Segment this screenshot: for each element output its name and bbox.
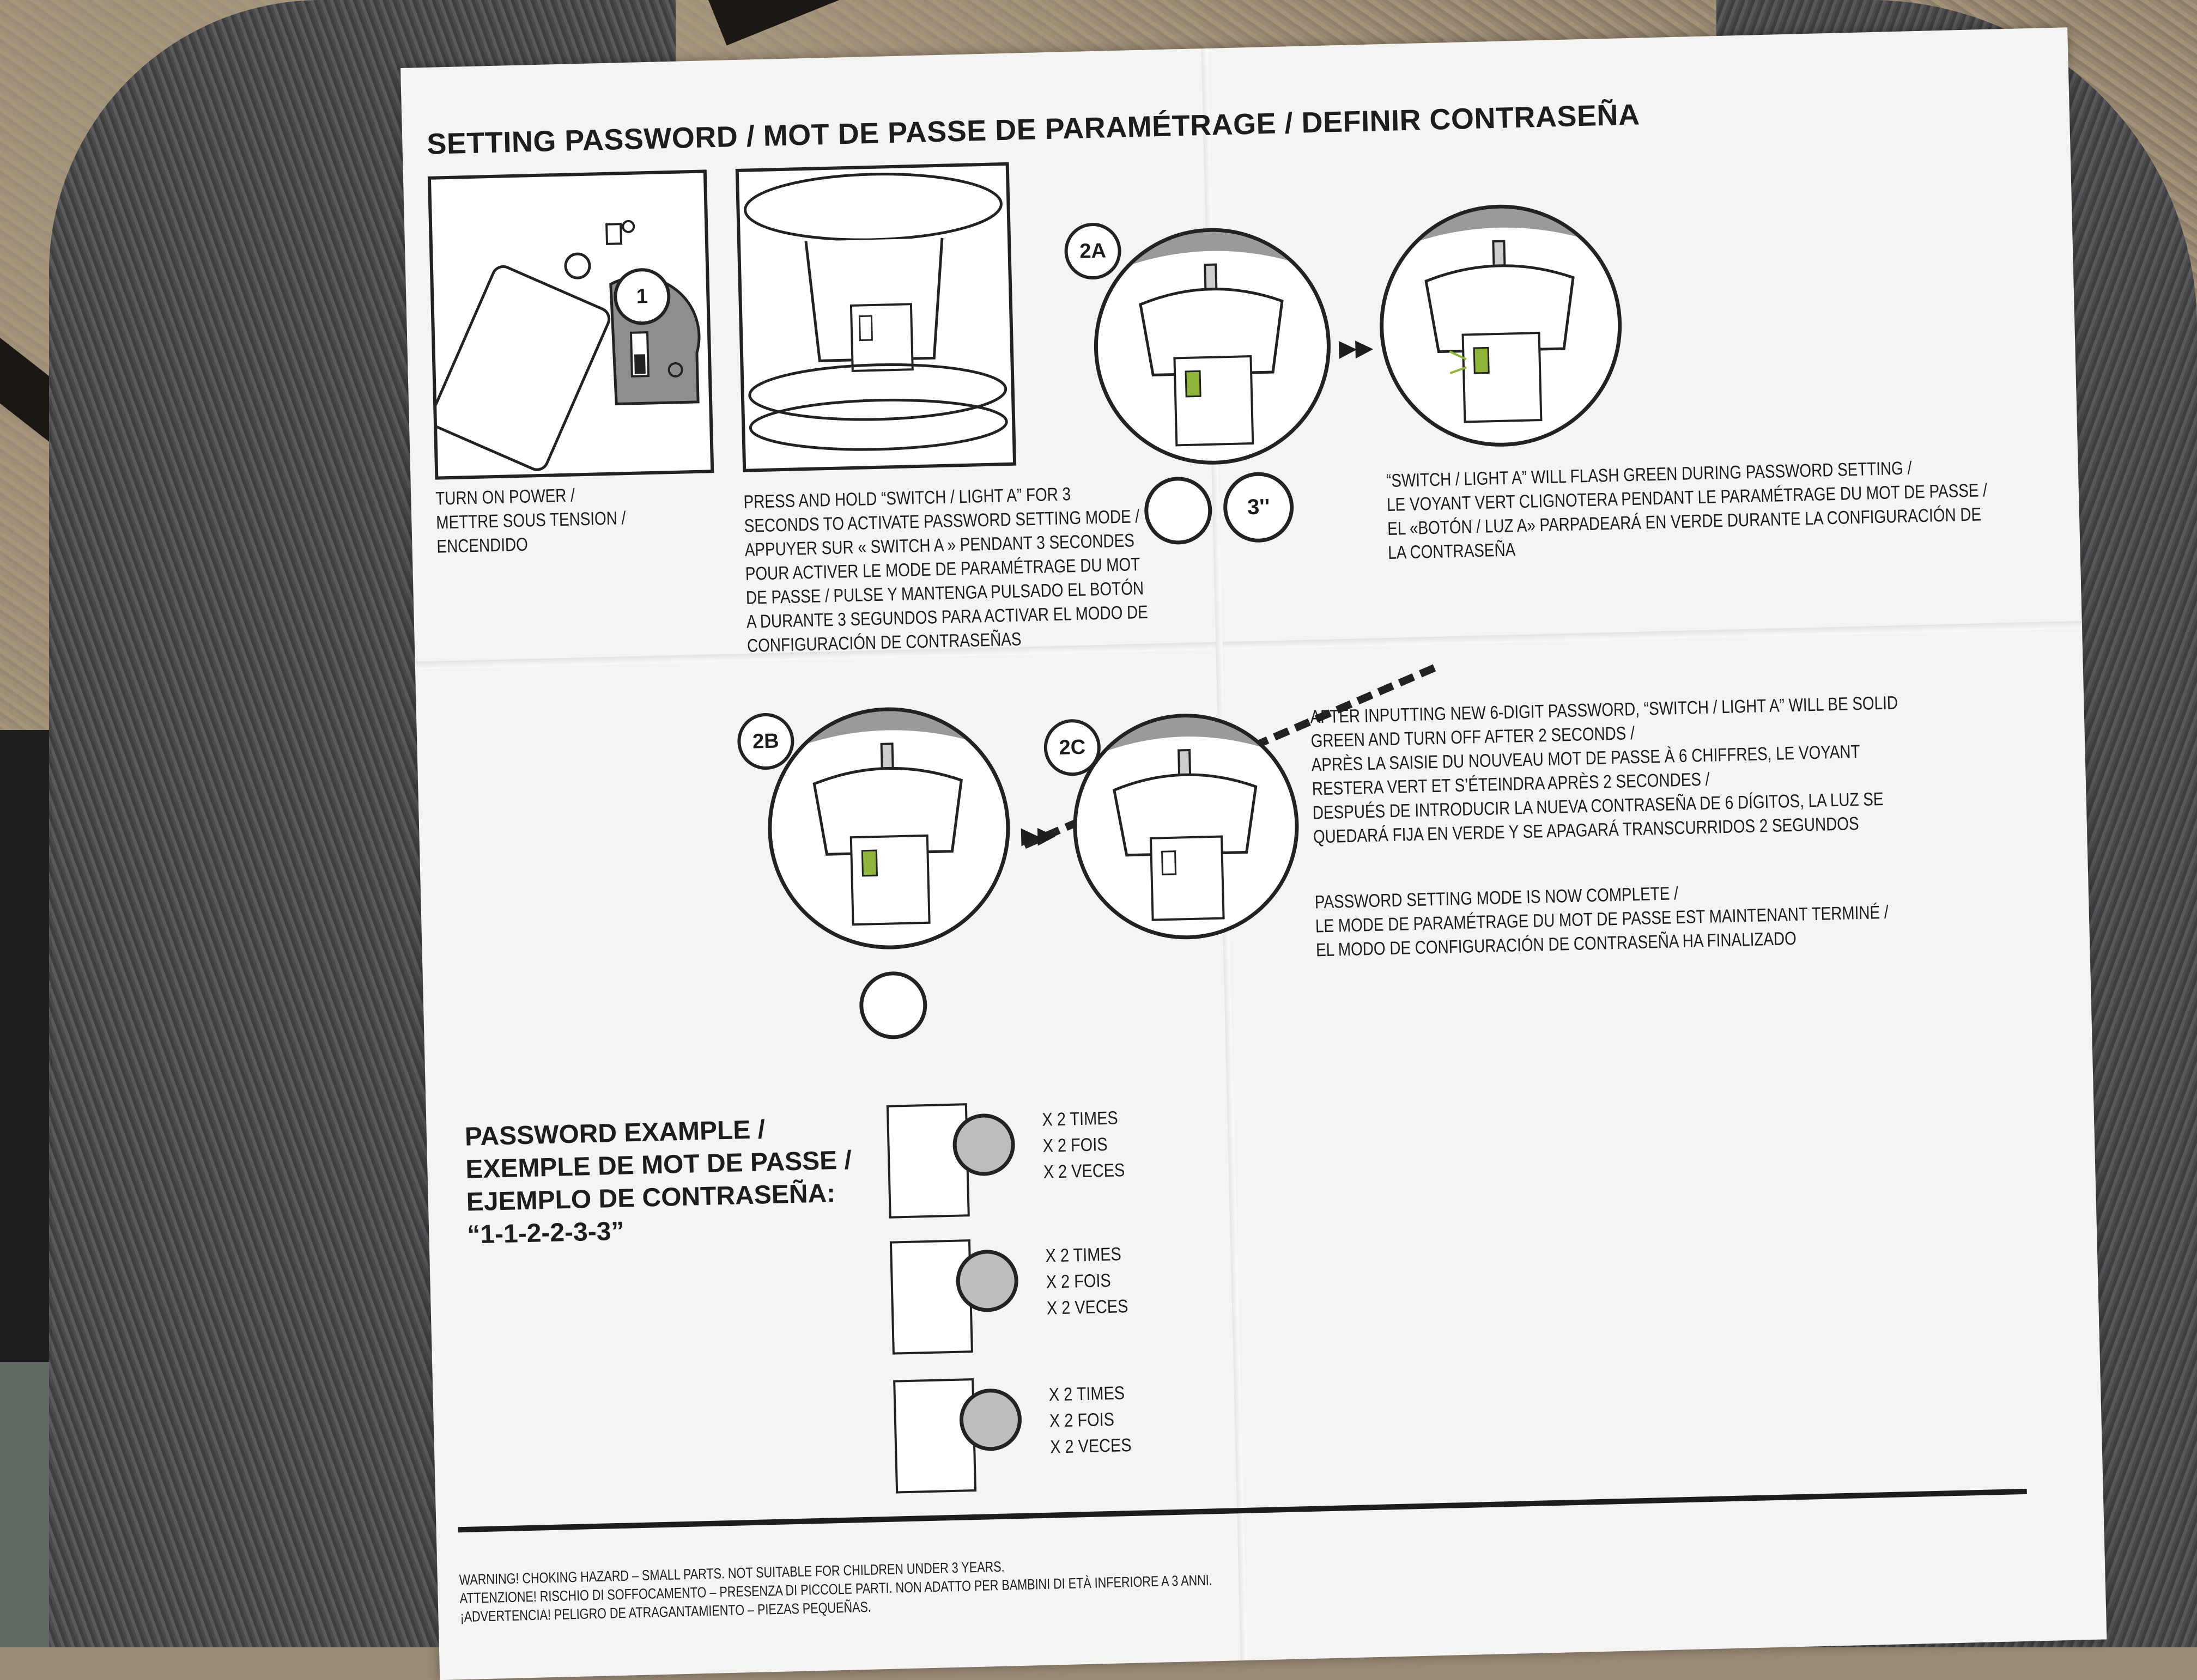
repeat-line: X 2 TIMES — [1045, 1244, 1122, 1267]
solid-light-icon — [1074, 715, 1294, 921]
lock-closeup-icon — [1095, 229, 1325, 447]
caption-line: ENCENDIDO — [436, 534, 529, 557]
repeat-line: X 2 VECES — [1049, 1434, 1132, 1458]
step2a-illustration — [1091, 225, 1334, 467]
repeat-line: X 2 VECES — [1043, 1160, 1125, 1183]
repeat-line: X 2 TIMES — [1048, 1383, 1125, 1405]
finger-press-icon — [858, 970, 928, 1040]
step2b-illustration — [765, 704, 1013, 952]
warning-text: WARNING! CHOKING HAZARD – SMALL PARTS. N… — [459, 1552, 1213, 1626]
finger-press-icon — [1143, 476, 1213, 545]
step2c-illustration — [1070, 711, 1302, 942]
repeat-line: X 2 VECES — [1046, 1296, 1128, 1319]
arrow-right-icon: ▸▸ — [1339, 328, 1373, 366]
repeat-count: X 2 TIMES X 2 FOIS X 2 VECES — [1048, 1380, 1132, 1460]
device-icon — [744, 173, 1008, 451]
page-title: SETTING PASSWORD / MOT DE PASSE DE PARAM… — [426, 98, 1641, 161]
instruction-sheet: SETTING PASSWORD / MOT DE PASSE DE PARAM… — [400, 27, 2107, 1680]
repeat-line: X 2 FOIS — [1049, 1409, 1115, 1432]
step2-caption: PRESS AND HOLD “SWITCH / LIGHT A” FOR 3 … — [743, 480, 1149, 658]
password-example-heading: PASSWORD EXAMPLE / EXEMPLE DE MOT DE PAS… — [464, 1111, 853, 1251]
fold-line-horizontal — [415, 620, 2083, 669]
completion-caption: PASSWORD SETTING MODE IS NOW COMPLETE / … — [1314, 876, 1889, 963]
caption-line: METTRE SOUS TENSION / — [435, 508, 626, 533]
repeat-line: X 2 FOIS — [1046, 1270, 1112, 1293]
timer-label: 3'' — [1247, 495, 1270, 520]
repeat-line: X 2 FOIS — [1042, 1134, 1108, 1156]
step1-illustration: 1 — [427, 169, 714, 480]
flashing-light-icon — [1380, 205, 1616, 423]
step2c-caption: AFTER INPUTTING NEW 6-DIGIT PASSWORD, “S… — [1310, 691, 1901, 849]
step2-illustration — [735, 162, 1017, 472]
timer-icon: 3'' — [1222, 471, 1295, 544]
arrow-right-icon: ▸▸ — [1021, 815, 1055, 853]
step1-caption: TURN ON POWER / METTRE SOUS TENSION / EN… — [435, 482, 627, 558]
repeat-count: X 2 TIMES X 2 FOIS X 2 VECES — [1042, 1105, 1125, 1185]
step2a-flash-illustration — [1376, 202, 1625, 450]
repeat-line: X 2 TIMES — [1042, 1107, 1119, 1130]
repeat-count: X 2 TIMES X 2 FOIS X 2 VECES — [1045, 1241, 1128, 1322]
power-switch-icon — [431, 220, 701, 471]
flashing-light-icon — [769, 708, 1005, 926]
step2a-caption: “SWITCH / LIGHT A” WILL FLASH GREEN DURI… — [1386, 454, 1989, 565]
